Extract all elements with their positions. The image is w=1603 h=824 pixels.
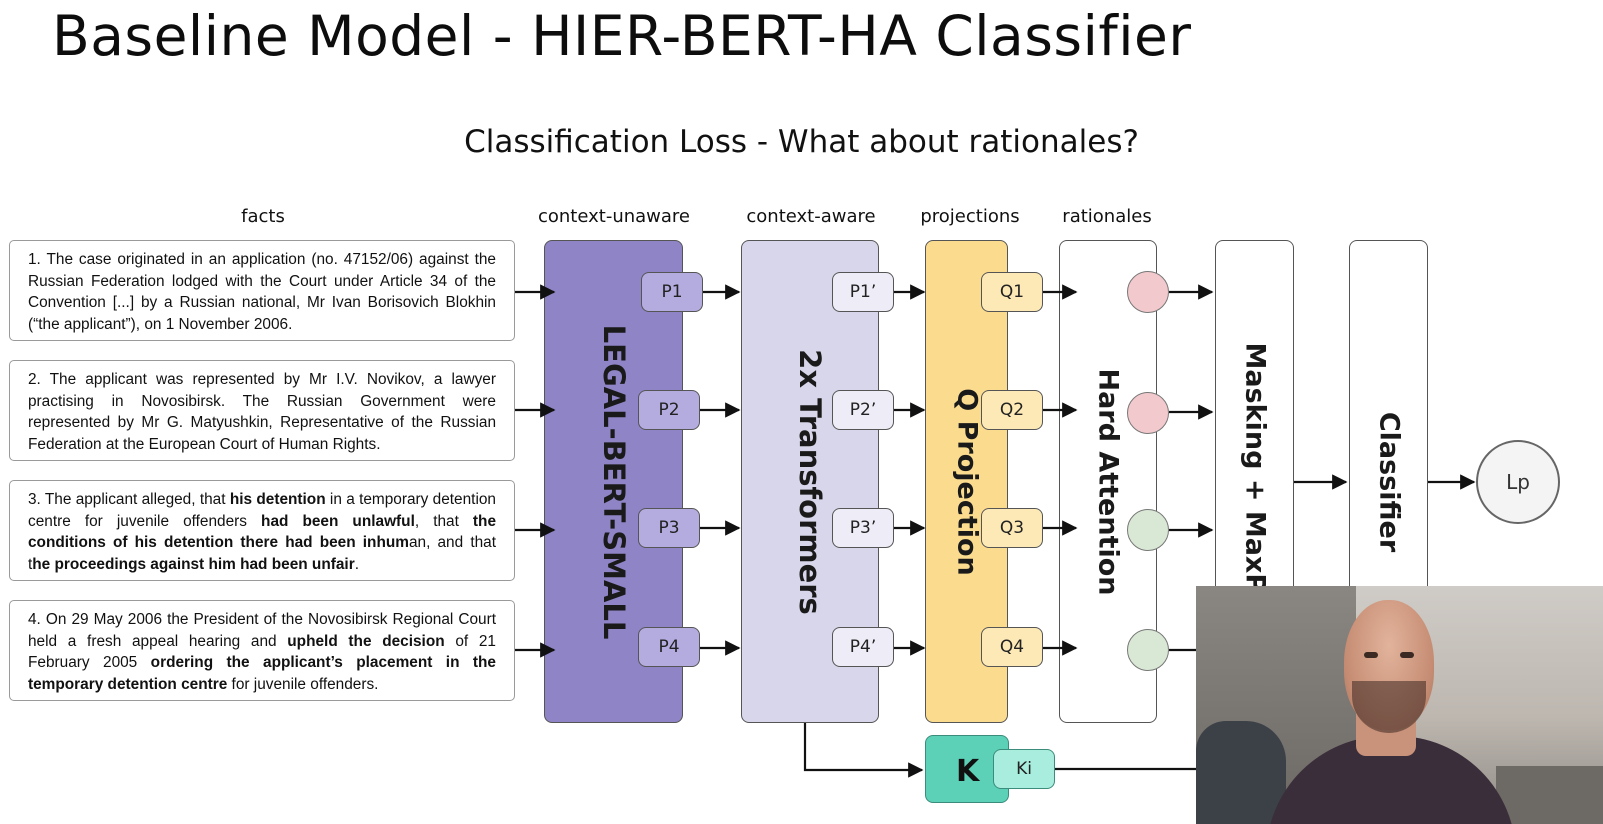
p-token-label: P3 (658, 518, 680, 538)
p-prime-token-box: P1’ (832, 272, 894, 312)
q-token-box: Q3 (981, 508, 1043, 548)
webcam-background-object (1196, 721, 1286, 824)
presenter-eye (1400, 652, 1414, 658)
k-label: K (956, 754, 980, 789)
fact-text: 3. The applicant alleged, that (28, 491, 230, 508)
loss-node: Lp (1476, 440, 1560, 524)
q-token-label: Q3 (999, 518, 1025, 538)
ki-label: Ki (1016, 759, 1032, 779)
rationales-header: rationales (1062, 206, 1152, 227)
rationale-circle (1127, 392, 1169, 434)
p-prime-token-label: P1’ (849, 282, 877, 302)
p-token-label: P1 (661, 282, 683, 302)
fact-text: 1. The case originated in an application… (28, 251, 496, 333)
fact-text: for juvenile offenders. (227, 675, 379, 693)
p-prime-token-label: P4’ (849, 637, 877, 657)
p-token-box: P2 (638, 390, 700, 430)
page-title: Baseline Model - HIER-BERT-HA Classifier (52, 4, 1192, 68)
rationale-circle (1127, 271, 1169, 313)
p-token-box: P4 (638, 627, 700, 667)
fact-highlight: upheld the decision (287, 632, 445, 650)
projections-header: projections (920, 206, 1020, 227)
rationale-circle (1127, 509, 1169, 551)
fact-highlight: the conditions of his detention there ha… (28, 512, 497, 552)
fact-text: of 21 February 2005 (28, 632, 496, 672)
p-token-box: P1 (641, 272, 703, 312)
webcam-background-shelf (1496, 766, 1603, 824)
fact-paragraph: 3. The applicant alleged, that his deten… (9, 480, 515, 581)
q-token-box: Q1 (981, 272, 1043, 312)
fact-text: an, and that t (28, 534, 496, 573)
p-prime-token-box: P4’ (832, 627, 894, 667)
context-aware-header: context-aware (746, 206, 876, 227)
subtitle: Classification Loss - What about rationa… (464, 124, 1139, 160)
p-prime-token-box: P2’ (832, 390, 894, 430)
fact-paragraph: 1. The case originated in an application… (9, 240, 515, 341)
p-prime-token-label: P2’ (849, 400, 877, 420)
p-token-label: P2 (658, 400, 680, 420)
fact-text: 4. On 29 May 2006 the President of the N… (28, 611, 496, 650)
context-unaware-header: context-unaware (537, 206, 691, 227)
rationale-circle (1127, 629, 1169, 671)
fact-text: , that (414, 512, 473, 530)
p-prime-token-label: P3’ (849, 518, 877, 538)
q-token-label: Q1 (999, 282, 1025, 302)
p-token-label: P4 (658, 637, 680, 657)
fact-paragraph: 2. The applicant was represented by Mr I… (9, 360, 515, 461)
presenter-eye (1364, 652, 1378, 658)
q-token-box: Q4 (981, 627, 1043, 667)
q-token-label: Q4 (999, 637, 1025, 657)
fact-text: 2. The applicant was represented by Mr I… (28, 371, 496, 453)
q-token-label: Q2 (999, 400, 1025, 420)
fact-paragraph: 4. On 29 May 2006 the President of the N… (9, 600, 515, 701)
fact-highlight: he proceedings against him had been unfa… (32, 555, 355, 573)
ki-box: Ki (993, 749, 1055, 789)
fact-highlight: had been unlawful (261, 512, 415, 530)
fact-highlight: ordering the applicant’s placement in th… (28, 654, 496, 693)
fact-text: in a temporary detention centre for juve… (28, 491, 496, 530)
q-token-box: Q2 (981, 390, 1043, 430)
p-prime-token-box: P3’ (832, 508, 894, 548)
facts-header: facts (241, 206, 285, 227)
fact-text: . (354, 555, 359, 573)
loss-label: Lp (1506, 470, 1530, 494)
p-token-box: P3 (638, 508, 700, 548)
presenter-webcam-video (1196, 586, 1603, 824)
fact-highlight: his detention (229, 491, 326, 508)
